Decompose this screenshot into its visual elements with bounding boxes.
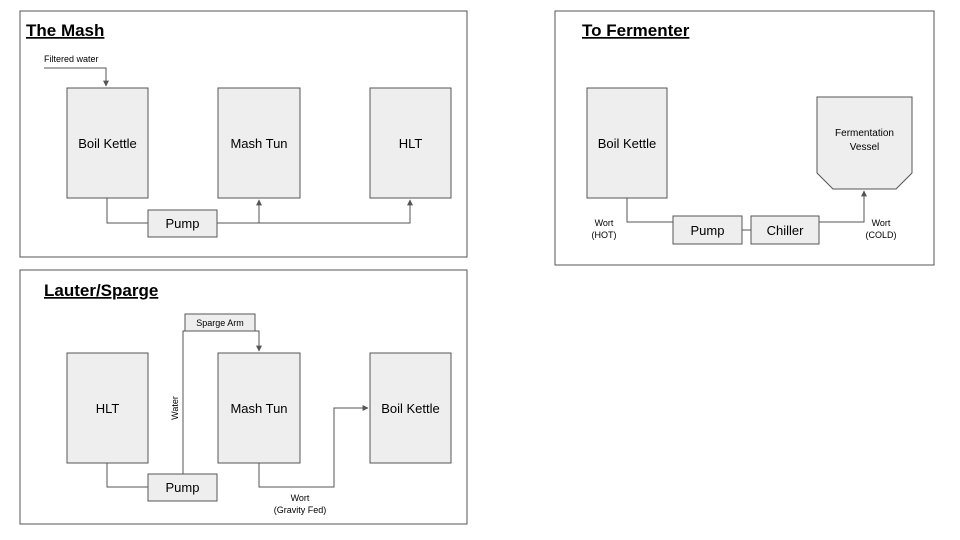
lauter-pump-label: Pump <box>166 480 200 495</box>
wort-cold-label-line2: (COLD) <box>866 230 897 240</box>
wort-hot-label-line2: (HOT) <box>592 230 617 240</box>
mash-kettle-to-pump-line <box>106 198 148 224</box>
mash-pump: Pump <box>147 209 218 238</box>
lauter-hlt-box <box>66 352 149 464</box>
fermenter-pump-label: Pump <box>691 223 725 238</box>
chiller: Chiller <box>750 215 820 245</box>
fermenter-chiller-to-vessel-line <box>819 190 867 223</box>
mash-boil-kettle-box <box>66 87 149 199</box>
fermenter-boil-kettle-box <box>586 87 668 199</box>
mash-mash-tun-label: Mash Tun <box>230 136 287 151</box>
mash-pump-box <box>147 209 218 238</box>
fermenter-pump-box <box>672 215 743 245</box>
fermentation-vessel-label-line1: Fermentation <box>835 128 894 139</box>
wort-cold-label-line1: Wort <box>872 218 891 228</box>
filtered-water-label: Filtered water <box>44 54 99 64</box>
mash-boil-kettle-label: Boil Kettle <box>78 136 137 151</box>
mash-hlt-box <box>369 87 452 199</box>
fermenter-boil-kettle: Boil Kettle <box>586 87 668 199</box>
water-label: Water <box>170 396 180 420</box>
fermentation-vessel-label-line2: Vessel <box>850 142 879 153</box>
wort-gravity-label-line1: Wort <box>291 493 310 503</box>
lauter-mash-tun-label: Mash Tun <box>230 401 287 416</box>
mash-boil-kettle: Boil Kettle <box>66 87 149 199</box>
fermenter-panel-title: To Fermenter <box>582 21 690 40</box>
mash-mash-tun-box <box>217 87 301 199</box>
lauter-panel-title: Lauter/Sparge <box>44 281 158 300</box>
panel-the-mash: The Mash Filtered water Boil Kettle Mash… <box>19 10 468 258</box>
lauter-pump-box <box>147 473 218 502</box>
lauter-boil-kettle: Boil Kettle <box>369 352 452 464</box>
lauter-water-to-sparge-line <box>182 330 262 474</box>
wort-gravity-label-line2: (Gravity Fed) <box>274 505 327 515</box>
fermenter-kettle-to-pump-line <box>626 198 673 223</box>
fermentation-vessel: Fermentation Vessel <box>816 96 913 190</box>
lauter-hlt: HLT <box>66 352 149 464</box>
mash-mash-tun: Mash Tun <box>217 87 301 199</box>
lauter-boil-kettle-label: Boil Kettle <box>381 401 440 416</box>
mash-pump-label: Pump <box>166 216 200 231</box>
lauter-wort-to-kettle-line <box>258 405 369 488</box>
panel-to-fermenter: To Fermenter Boil Kettle Fermentation Ve… <box>554 10 935 266</box>
fermenter-boil-kettle-label: Boil Kettle <box>598 136 657 151</box>
lauter-mash-tun: Mash Tun <box>217 352 301 464</box>
sparge-arm: Sparge Arm <box>184 313 256 332</box>
chiller-box <box>750 215 820 245</box>
wort-hot-label-line1: Wort <box>595 218 614 228</box>
filtered-water-inlet-line <box>44 67 109 87</box>
chiller-label: Chiller <box>767 223 805 238</box>
lauter-hlt-label: HLT <box>96 401 120 416</box>
fermenter-pump: Pump <box>672 215 743 245</box>
mash-panel-title: The Mash <box>26 21 104 40</box>
panel-lauter-sparge: Lauter/Sparge HLT Mash Tun Boil Kettle S… <box>19 269 468 525</box>
fermentation-vessel-shape <box>816 96 913 190</box>
sparge-arm-label: Sparge Arm <box>196 318 244 328</box>
mash-hlt-label: HLT <box>399 136 423 151</box>
lauter-hlt-to-pump-line <box>106 463 148 488</box>
lauter-pump: Pump <box>147 473 218 502</box>
mash-pump-to-hlt-line <box>259 199 413 224</box>
lauter-mash-tun-box <box>217 352 301 464</box>
lauter-boil-kettle-box <box>369 352 452 464</box>
mash-hlt: HLT <box>369 87 452 199</box>
